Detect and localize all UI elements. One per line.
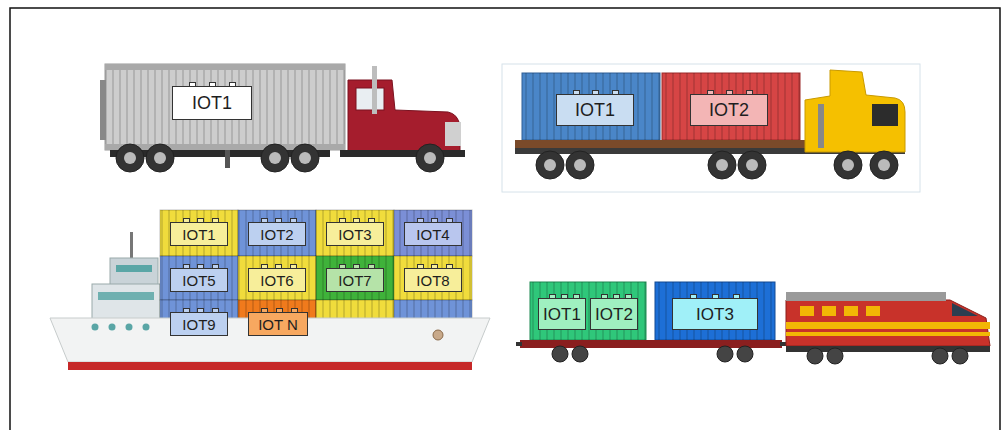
terminal-bump (707, 90, 714, 94)
yellow-truck (502, 64, 920, 192)
device-label: IOT2 (595, 306, 633, 323)
terminal-bump (261, 308, 268, 312)
grey-truck (100, 64, 465, 172)
iot-label-box: IOT1 (538, 298, 586, 330)
device-label: IOT7 (338, 273, 371, 288)
iot-label-box: IOT8 (404, 268, 462, 292)
iot-label-box: IOT1 (172, 86, 252, 120)
iot-label-box: IOT4 (404, 222, 462, 246)
terminal-bump (746, 90, 753, 94)
terminal-bump (261, 264, 268, 268)
terminal-bump (592, 90, 599, 94)
iot-label-box: IOT3 (672, 298, 758, 330)
device-label: IOT1 (543, 306, 581, 323)
terminal-bump (212, 264, 219, 268)
terminal-bump (625, 294, 632, 298)
terminal-bump (446, 218, 453, 222)
terminal-bump (368, 264, 375, 268)
device-label: IOT2 (260, 227, 293, 242)
terminal-bump (417, 218, 424, 222)
terminal-bump (290, 218, 297, 222)
terminal-bump (573, 90, 580, 94)
terminal-bump (197, 308, 204, 312)
freight-train (516, 282, 990, 364)
terminal-bump (561, 294, 568, 298)
iot-label-box: IOT1 (556, 94, 634, 126)
iot-label-box: IOT N (248, 312, 308, 336)
iot-label-box: IOT5 (170, 268, 228, 292)
terminal-bump (291, 308, 298, 312)
iot-label-box: IOT1 (170, 222, 228, 246)
device-label: IOT5 (182, 273, 215, 288)
terminal-bump (197, 218, 204, 222)
terminal-bump (189, 82, 196, 86)
terminal-bump (712, 294, 719, 298)
iot-label-box: IOT9 (170, 312, 228, 336)
terminal-bump (726, 90, 733, 94)
terminal-bump (733, 294, 740, 298)
terminal-bump (613, 294, 620, 298)
terminal-bump (275, 264, 282, 268)
device-label: IOT2 (709, 101, 749, 119)
iot-label-box: IOT6 (248, 268, 306, 292)
device-label: IOT1 (182, 227, 215, 242)
iot-label-box: IOT7 (326, 268, 384, 292)
device-label: IOT3 (338, 227, 371, 242)
terminal-bump (229, 82, 236, 86)
device-label: IOT6 (260, 273, 293, 288)
iot-label-box: IOT2 (590, 298, 638, 330)
terminal-bump (276, 308, 283, 312)
terminal-bump (339, 218, 346, 222)
iot-label-box: IOT2 (690, 94, 768, 126)
iot-label-box: IOT2 (248, 222, 306, 246)
terminal-bump (212, 218, 219, 222)
device-label: IOT N (258, 317, 298, 332)
device-label: IOT1 (575, 101, 615, 119)
terminal-bump (353, 264, 360, 268)
device-label: IOT8 (416, 273, 449, 288)
terminal-bump (549, 294, 556, 298)
device-label: IOT1 (192, 94, 232, 112)
terminal-bump (290, 264, 297, 268)
terminal-bump (183, 308, 190, 312)
terminal-bump (183, 264, 190, 268)
terminal-bump (573, 294, 580, 298)
terminal-bump (353, 218, 360, 222)
terminal-bump (183, 218, 190, 222)
terminal-bump (339, 264, 346, 268)
terminal-bump (431, 264, 438, 268)
terminal-bump (431, 218, 438, 222)
terminal-bump (212, 308, 219, 312)
terminal-bump (368, 218, 375, 222)
terminal-bump (197, 264, 204, 268)
frame (10, 8, 1000, 430)
terminal-bump (690, 294, 697, 298)
device-label: IOT9 (182, 317, 215, 332)
terminal-bump (209, 82, 216, 86)
container-ship (50, 210, 490, 370)
device-label: IOT4 (416, 227, 449, 242)
device-label: IOT3 (696, 306, 734, 323)
terminal-bump (275, 218, 282, 222)
terminal-bump (612, 90, 619, 94)
iot-label-box: IOT3 (326, 222, 384, 246)
terminal-bump (261, 218, 268, 222)
terminal-bump (417, 264, 424, 268)
terminal-bump (601, 294, 608, 298)
terminal-bump (446, 264, 453, 268)
